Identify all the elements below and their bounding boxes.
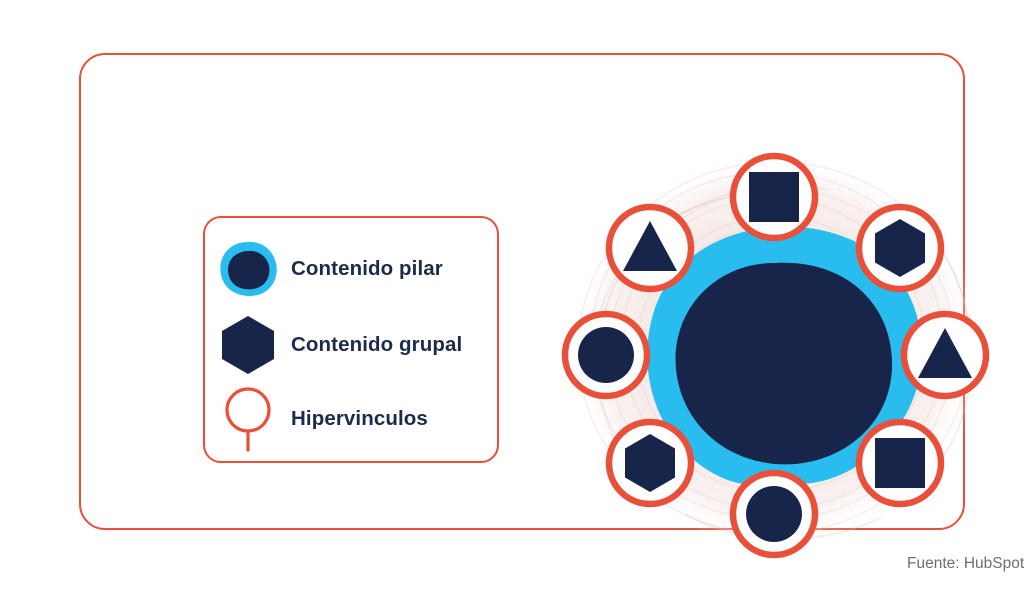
triangle-icon	[623, 221, 677, 271]
pillar-content-node	[647, 226, 923, 486]
circle-icon	[746, 486, 802, 542]
hexagon-icon	[875, 219, 925, 277]
cluster-node-right	[900, 310, 990, 400]
legend-item-cluster: Contenido grupal	[205, 308, 497, 382]
square-icon	[749, 172, 799, 222]
cluster-node-top-right	[855, 203, 945, 293]
legend-label-cluster: Contenido grupal	[291, 333, 463, 356]
hexagon-icon	[205, 308, 291, 382]
legend-label-pillar: Contenido pilar	[291, 257, 443, 280]
square-icon	[875, 438, 925, 488]
circle-icon	[578, 327, 634, 383]
cluster-node-top-left	[605, 203, 695, 293]
legend-label-hyperlink: Hipervinculos	[291, 407, 428, 430]
cluster-node-bottom-right	[855, 418, 945, 508]
hexagon-icon	[625, 434, 675, 492]
triangle-icon	[918, 328, 972, 378]
hyperlink-pin-icon	[205, 382, 291, 456]
cluster-node-left	[561, 310, 651, 400]
pillar-inner-blob	[675, 262, 893, 465]
legend-item-hyperlink: Hipervinculos	[205, 382, 497, 456]
cluster-node-bottom	[729, 469, 819, 559]
infographic-card: Contenido pilar Contenido grupal Hi	[79, 53, 1024, 572]
cluster-node-top	[729, 152, 819, 242]
topic-cluster-diagram	[536, 115, 1016, 575]
legend-item-pillar: Contenido pilar	[205, 232, 497, 306]
source-caption: Fuente: HubSpot	[907, 555, 1024, 572]
pillar-blob-icon	[205, 232, 291, 306]
cluster-node-bottom-left	[605, 418, 695, 508]
legend-panel: Contenido pilar Contenido grupal Hi	[203, 216, 499, 463]
